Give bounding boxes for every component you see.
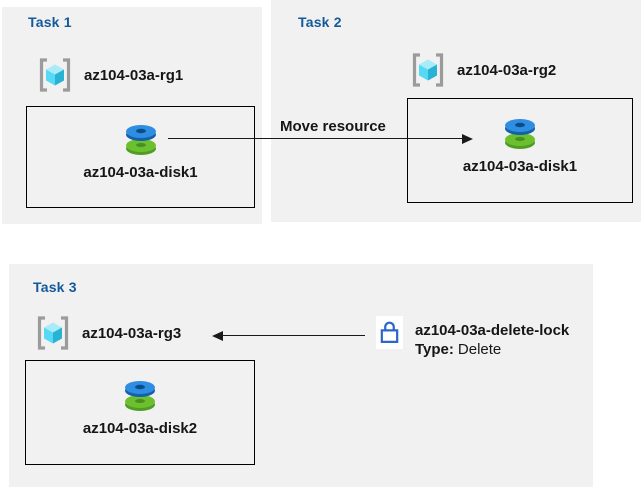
task3-panel: Task 3 az104-03a-rg3 (9, 264, 593, 487)
move-arrow-line (168, 138, 463, 139)
resource-group-icon (34, 55, 76, 95)
disk-label: az104-03a-disk1 (462, 157, 578, 175)
resource-group-icon (407, 50, 449, 90)
move-arrow-head (462, 133, 473, 144)
lock-icon (376, 316, 403, 349)
lock-label-block: az104-03a-delete-lock Type:Delete (415, 321, 569, 359)
task1-disk-container: az104-03a-disk1 (26, 106, 255, 208)
task2-resource-group: az104-03a-rg2 (407, 50, 556, 90)
lock-name: az104-03a-delete-lock (415, 322, 570, 339)
lock-type: Type:Delete (415, 340, 569, 359)
task3-resource-group: az104-03a-rg3 (32, 313, 181, 353)
resource-group-label: az104-03a-rg1 (84, 66, 184, 84)
task3-title: Task 3 (33, 279, 77, 295)
move-resource-label: Move resource (280, 118, 386, 135)
disk-label: az104-03a-disk2 (82, 419, 198, 437)
resource-group-label: az104-03a-rg3 (82, 324, 182, 342)
resource-group-label: az104-03a-rg2 (457, 61, 557, 79)
lock-arrow-head (212, 330, 223, 341)
task1-panel: Task 1 az104-03a-rg1 (2, 7, 262, 224)
resource-group-icon (32, 313, 74, 353)
task2-panel: Task 2 az104-03a-rg2 (271, 0, 641, 222)
task1-resource-group: az104-03a-rg1 (34, 55, 183, 95)
task2-disk-container: az104-03a-disk1 (407, 98, 633, 203)
lock-arrow-line (222, 335, 365, 336)
task1-title: Task 1 (28, 14, 72, 30)
lock-type-label: Type: (415, 341, 454, 358)
lock-type-value: Delete (457, 341, 502, 358)
disk-label: az104-03a-disk1 (83, 164, 198, 181)
disk-icon (122, 123, 160, 157)
disk-icon (121, 379, 159, 413)
task3-disk-container: az104-03a-disk2 (25, 360, 255, 465)
disk-icon (501, 117, 539, 151)
task2-title: Task 2 (298, 14, 342, 30)
